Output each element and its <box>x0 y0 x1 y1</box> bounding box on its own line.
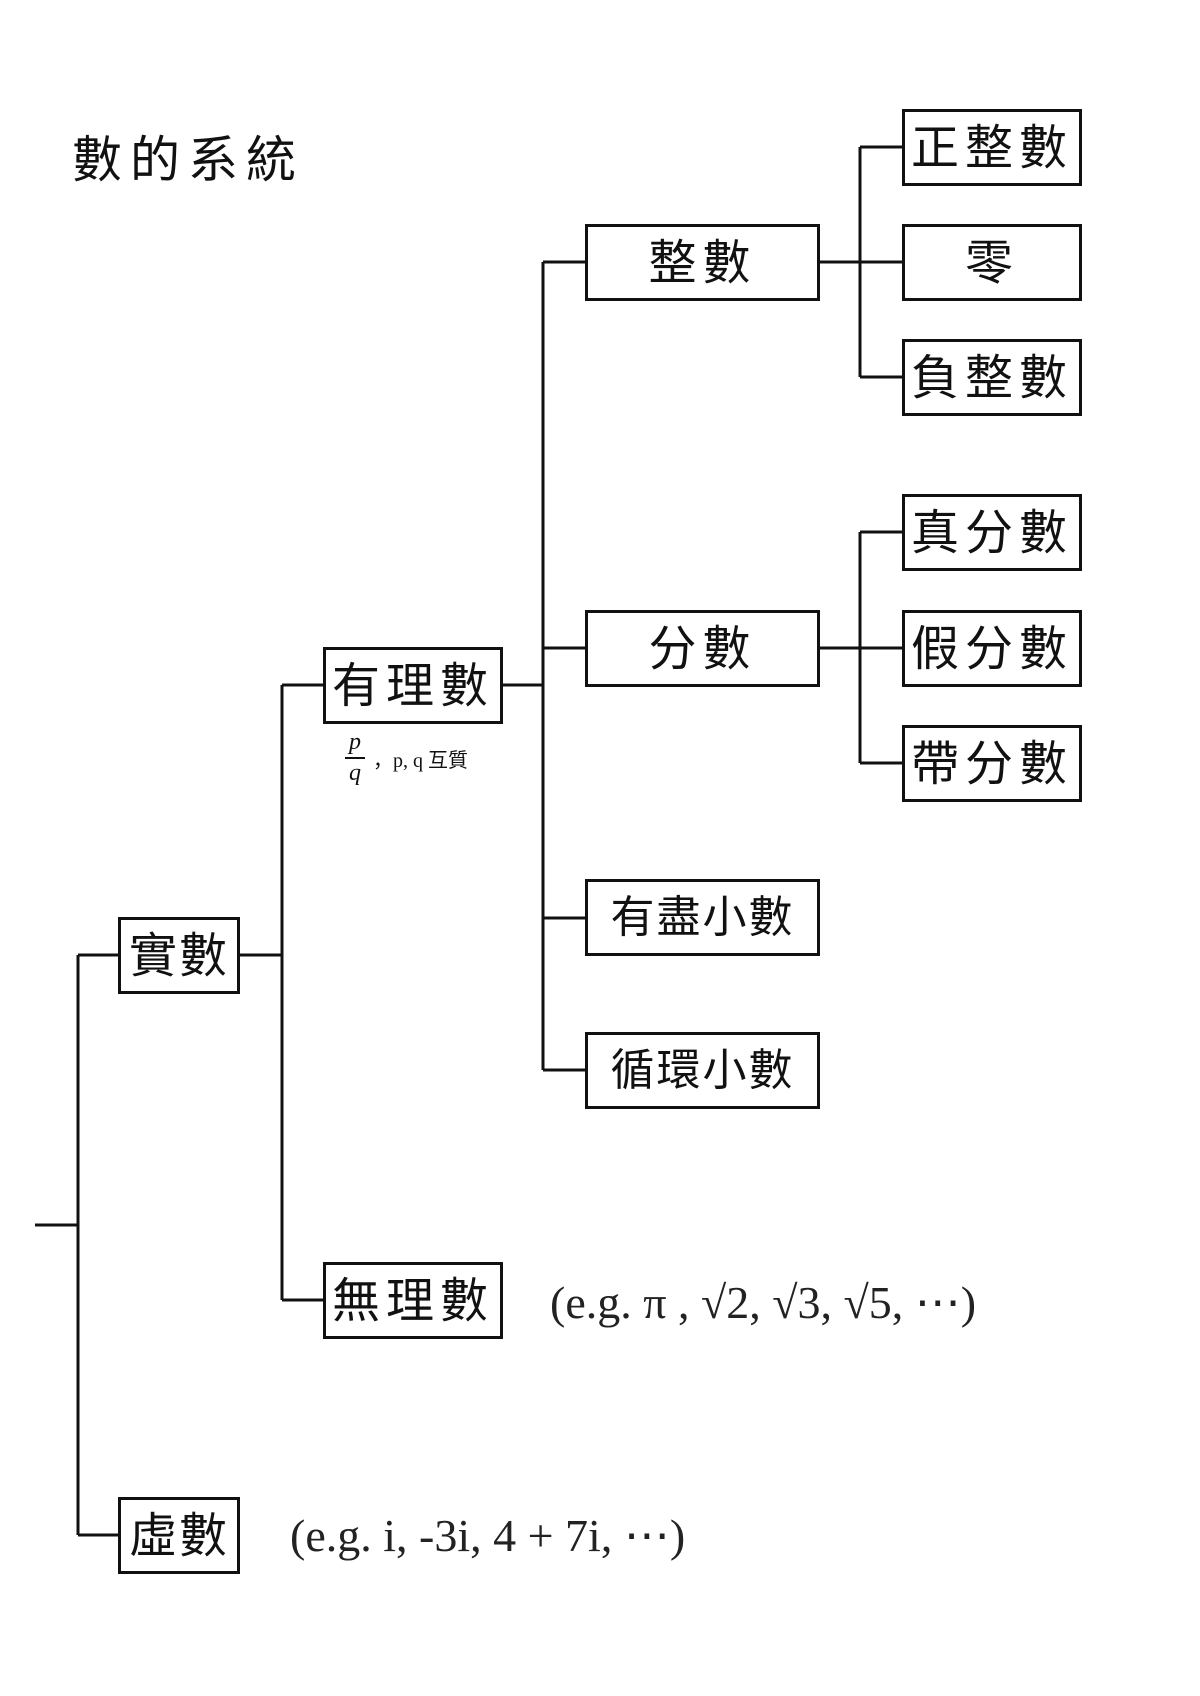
page-title: 數的系統 <box>72 131 304 189</box>
fraction-denominator: q <box>349 760 361 787</box>
node-rational: 有理數 <box>323 647 503 724</box>
node-zero: 零 <box>902 224 1082 301</box>
coprime-text: ，p, q 互質 <box>373 749 468 772</box>
rational-note: p q ，p, q 互質 <box>345 729 468 787</box>
fraction-bar <box>345 757 365 760</box>
node-negative-integer: 負整數 <box>902 339 1082 416</box>
irrational-examples: (e.g. π , √2, √3, √5, ⋯) <box>550 1277 977 1328</box>
node-positive-integer: 正整數 <box>902 109 1082 186</box>
p-over-q-fraction: p q <box>345 729 365 787</box>
node-imaginary: 虛數 <box>118 1497 240 1574</box>
node-integer: 整數 <box>585 224 820 301</box>
node-real: 實數 <box>118 917 240 994</box>
node-proper-fraction: 真分數 <box>902 494 1082 571</box>
node-repeating-decimal: 循環小數 <box>585 1032 820 1109</box>
node-fraction: 分數 <box>585 610 820 687</box>
fraction-numerator: p <box>349 729 361 755</box>
imaginary-examples: (e.g. i, -3i, 4 + 7i, ⋯) <box>290 1510 686 1561</box>
node-improper-fraction: 假分數 <box>902 610 1082 687</box>
node-irrational: 無理數 <box>323 1262 503 1339</box>
node-mixed-number: 帶分數 <box>902 725 1082 802</box>
node-terminating-decimal: 有盡小數 <box>585 879 820 956</box>
